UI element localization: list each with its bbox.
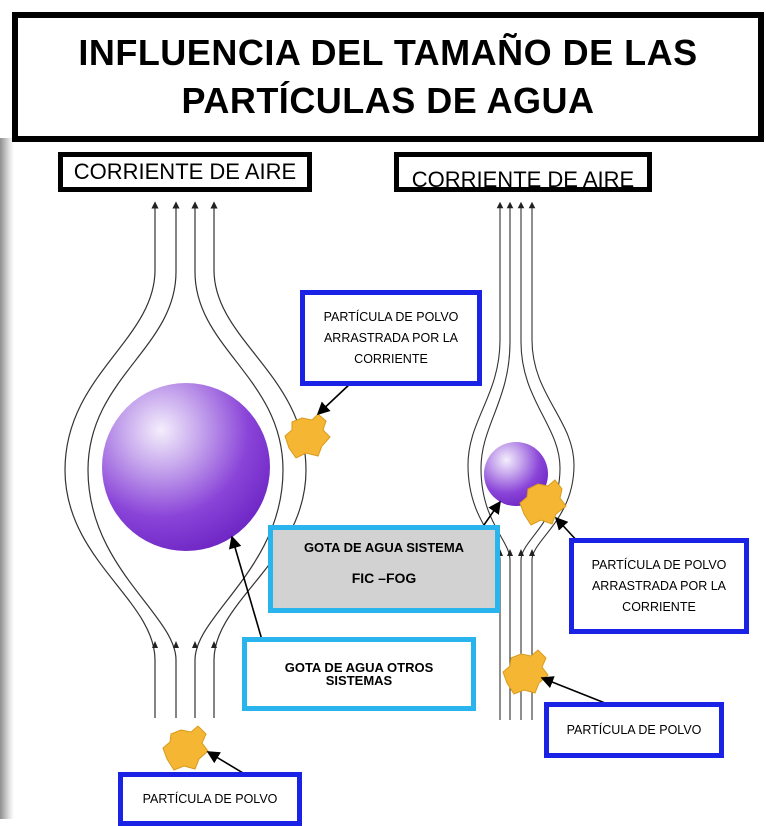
callout-dust-left-text: PARTÍCULA DE POLVO xyxy=(142,791,278,806)
dust-particle-left-dragged xyxy=(284,413,331,459)
flow-arrows-left-bottom xyxy=(152,641,217,648)
large-water-droplet xyxy=(102,383,270,551)
streamline-right-4 xyxy=(528,201,575,720)
pointer-other-systems xyxy=(228,535,263,641)
callout-fic-fog-droplet: GOTA DE AGUA SISTEMA FIC –FOG xyxy=(268,525,500,613)
left-edge-shade xyxy=(0,138,14,819)
pointer-dust-right xyxy=(540,676,611,706)
callout-dust-dragged-left-text: PARTÍCULA DE POLVO ARRASTRADA POR LA COR… xyxy=(323,309,459,366)
streamline-right-3 xyxy=(517,201,561,720)
callout-dust-right-text: PARTÍCULA DE POLVO xyxy=(566,722,702,737)
air-current-label-left: CORRIENTE DE AIRE xyxy=(58,152,312,192)
dust-particle-icon xyxy=(162,413,567,771)
air-current-text-left: CORRIENTE DE AIRE xyxy=(73,159,297,184)
callout-dust-dragged-left: PARTÍCULA DE POLVO ARRASTRADA POR LA COR… xyxy=(300,290,482,386)
dust-particle-right-dragged xyxy=(519,479,567,526)
callout-dust-dragged-right: PARTÍCULA DE POLVO ARRASTRADA POR LA COR… xyxy=(569,538,749,634)
dust-particle-left-bottom xyxy=(162,725,209,771)
streamline-left-4 xyxy=(210,201,307,718)
air-current-label-right: CORRIENTE DE AIRE xyxy=(394,152,652,192)
air-current-text-right: CORRIENTE DE AIRE xyxy=(411,167,635,192)
callout-other-systems-droplet: GOTA DE AGUA OTROS SISTEMAS xyxy=(242,637,476,711)
streamline-left-2 xyxy=(87,201,180,718)
dust-particle-right-bottom xyxy=(502,649,549,695)
callout-dust-particle-right: PARTÍCULA DE POLVO xyxy=(544,702,724,758)
streamline-left-3 xyxy=(191,201,284,718)
page-title: INFLUENCIA DEL TAMAÑO DE LAS PARTÍCULAS … xyxy=(78,32,698,121)
streamline-left-1 xyxy=(64,201,159,718)
callout-dust-particle-left: PARTÍCULA DE POLVO xyxy=(118,772,302,826)
flow-arrows-right-bottom xyxy=(497,549,535,556)
pointer-dust-dragged-left xyxy=(316,381,353,416)
callout-fic-fog-line2: FIC –FOG xyxy=(351,570,417,586)
callout-other-systems-text: GOTA DE AGUA OTROS SISTEMAS xyxy=(284,660,434,688)
streamlines-left xyxy=(64,201,307,718)
callout-dust-dragged-right-text: PARTÍCULA DE POLVO ARRASTRADA POR LA COR… xyxy=(591,557,727,614)
title-box: INFLUENCIA DEL TAMAÑO DE LAS PARTÍCULAS … xyxy=(12,12,764,142)
callout-fic-fog-line1: GOTA DE AGUA SISTEMA xyxy=(303,540,465,555)
streamline-right-2 xyxy=(480,201,514,720)
